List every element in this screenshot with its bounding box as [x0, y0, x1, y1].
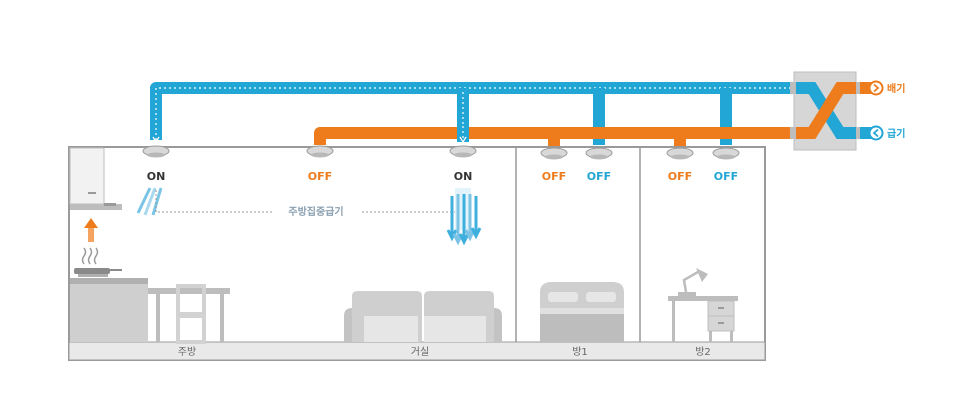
- desk: [668, 296, 738, 342]
- diffuser-room2-exhaust: [712, 147, 740, 160]
- vent-status-living-supply: OFF: [308, 170, 332, 183]
- frying-pan-icon: [74, 268, 122, 277]
- diffuser-room2-supply: [666, 147, 694, 160]
- hood-up-arrow-icon: [84, 218, 98, 242]
- supply-label: 급기: [887, 127, 905, 140]
- range-hood: [69, 147, 122, 210]
- room-label-kitchen: 주방: [178, 346, 196, 358]
- sofa: [344, 291, 502, 342]
- dining-chair: [176, 284, 206, 344]
- desk-lamp-icon: [678, 268, 708, 296]
- vent-status-room1-supply: OFF: [542, 170, 566, 183]
- kitchen-duct-arrow: [152, 136, 160, 144]
- diffuser-room1-exhaust: [585, 147, 613, 160]
- living-duct-arrow: [459, 136, 467, 144]
- unit-flange-tr: [854, 82, 860, 94]
- diffuser-kitchen-exhaust: [142, 145, 170, 158]
- room-label-living: 거실: [411, 346, 429, 358]
- unit-flange-tl: [790, 82, 796, 94]
- supply-duct-main: [314, 127, 800, 145]
- kitchen-airflow-arrows: [136, 187, 163, 216]
- steam-icon: [81, 247, 99, 265]
- kitchen-central-supply-label: 주방집중급기: [288, 205, 343, 218]
- vent-status-living-exhaust: ON: [454, 170, 473, 183]
- exhaust-outlet-icon: [868, 80, 884, 96]
- dashed-label-bg: [272, 203, 360, 219]
- vent-status-room1-exhaust: OFF: [587, 170, 611, 183]
- vent-status-room2-supply: OFF: [668, 170, 692, 183]
- unit-supply-cross: [796, 82, 856, 139]
- exhaust-label: 배기: [887, 82, 905, 95]
- exhaust-duct-main-dots: [155, 87, 800, 140]
- vent-status-room2-exhaust: OFF: [714, 170, 738, 183]
- room-label-room2: 방2: [695, 346, 711, 358]
- vent-status-kitchen-exhaust: ON: [147, 170, 166, 183]
- dining-table: [148, 288, 230, 342]
- kitchen-counter: [70, 278, 148, 342]
- supply-inlet-icon: [868, 125, 884, 141]
- diffuser-living-supply: [306, 145, 334, 158]
- diffuser-living-exhaust: [449, 145, 477, 158]
- diffuser-room1-supply: [540, 147, 568, 160]
- unit-flange-bl: [790, 127, 796, 139]
- unit-flange-br: [854, 127, 860, 139]
- room-label-room1: 방1: [572, 346, 588, 358]
- bed: [540, 282, 624, 342]
- living-airflow-arrows: [446, 188, 482, 246]
